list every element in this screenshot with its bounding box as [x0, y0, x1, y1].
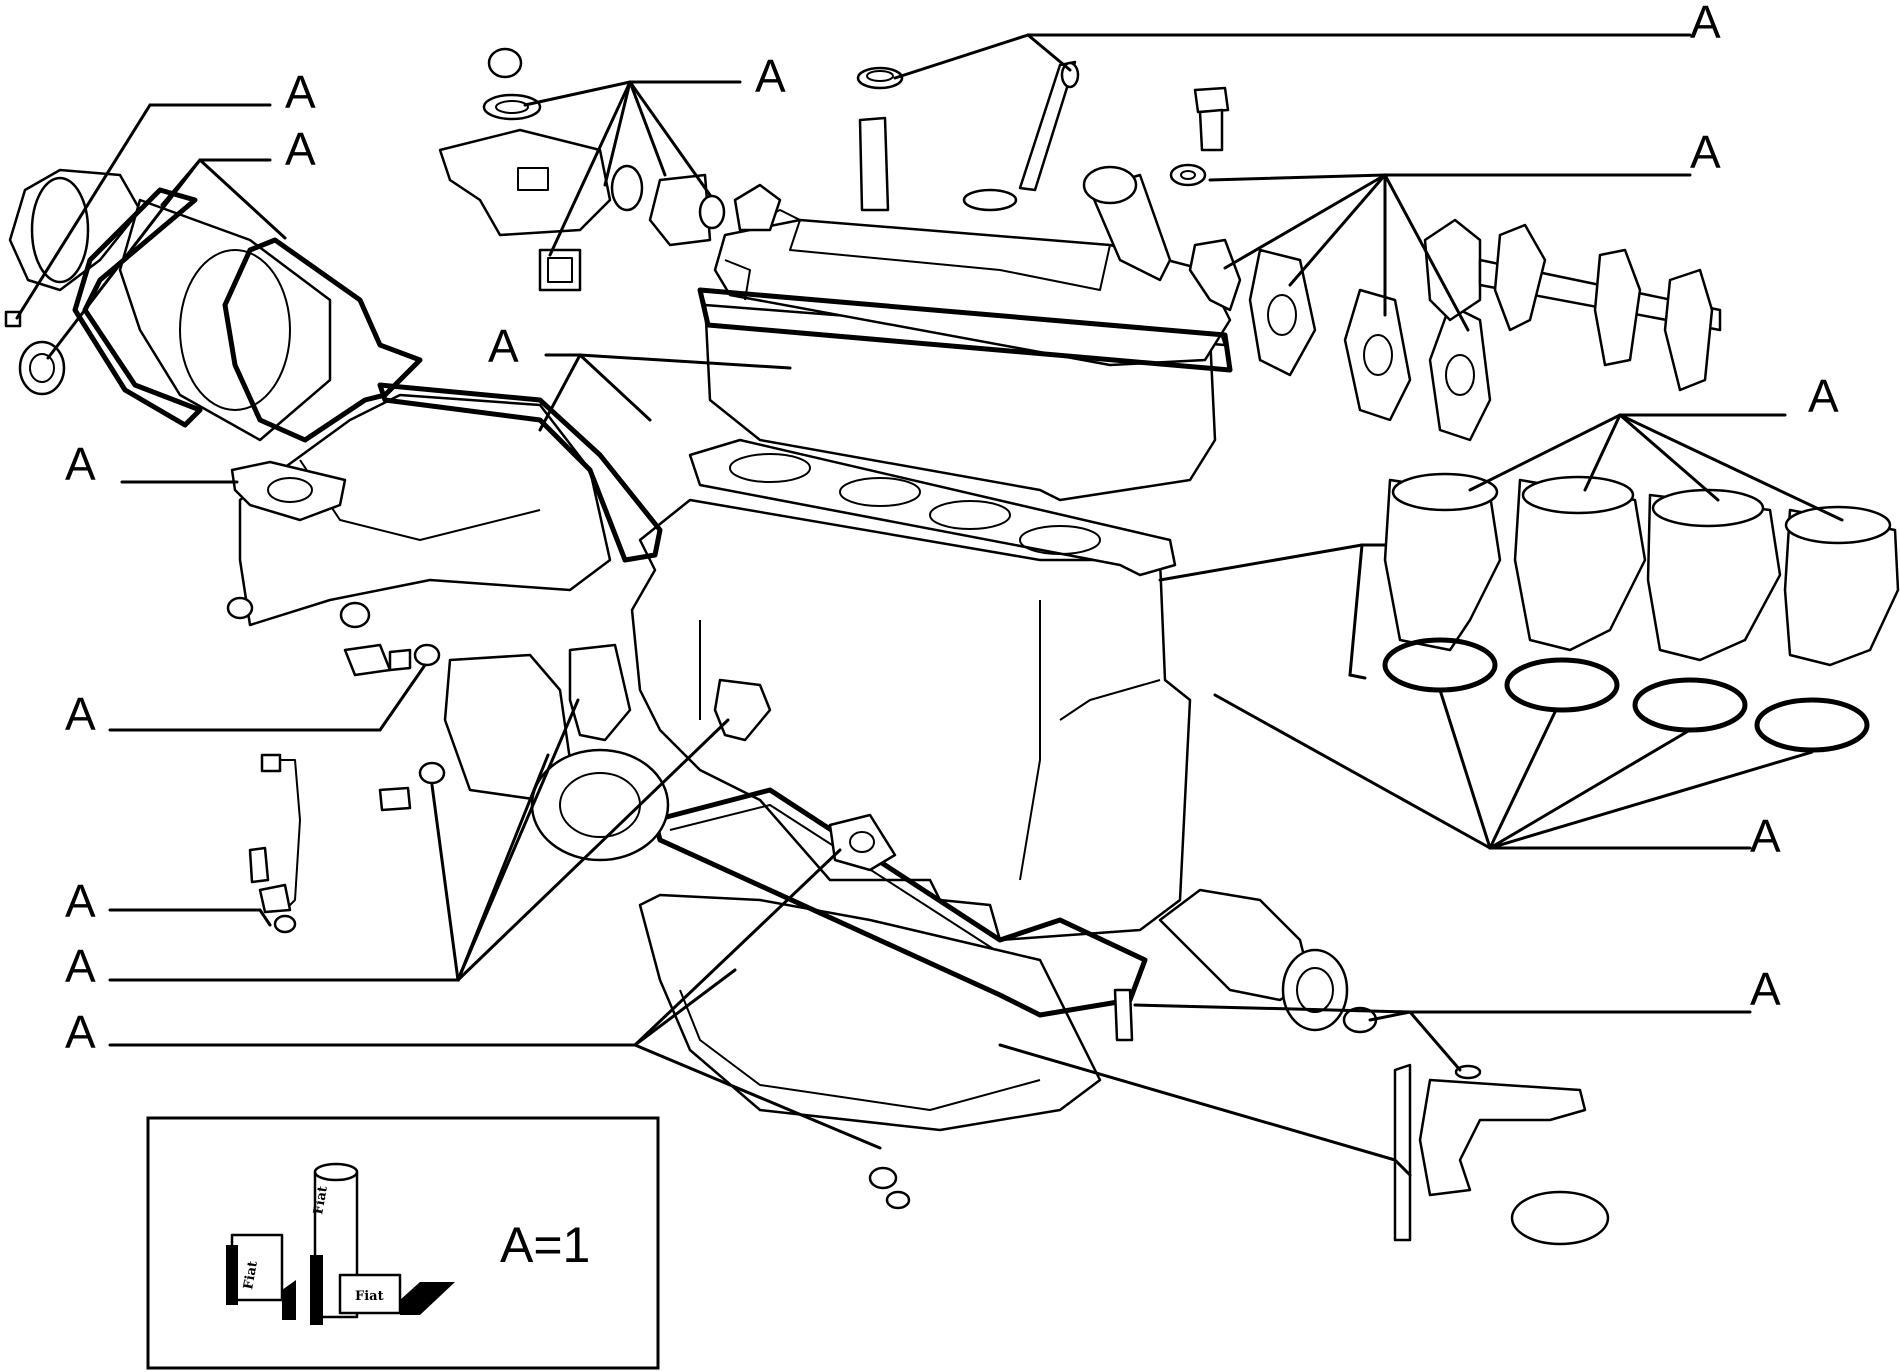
cam-cover-gasket [697, 287, 1233, 373]
callout-labels: A A A A A A A A A A A A A A [65, 0, 1839, 1058]
callout-a-air-filter-seal: A [285, 66, 316, 118]
water-outlet-elbow [1082, 165, 1172, 282]
callout-a-oil-pan: A [65, 1006, 96, 1058]
oil-seal-left [18, 340, 66, 396]
pistons [1383, 472, 1900, 667]
drain-plug [378, 786, 412, 812]
callout-a-thermostat: A [755, 50, 786, 102]
sump-washer [868, 1166, 898, 1190]
small-washer-left [4, 310, 22, 328]
dipstick-tube-bracket [1393, 1063, 1412, 1242]
manifold-flange-gasket [230, 460, 347, 522]
callout-a-crank-seal: A [1750, 963, 1781, 1015]
callout-a-feed-pipe: A [65, 875, 96, 927]
oil-pickup [1418, 1064, 1610, 1246]
oil-pressure-sensor [343, 643, 412, 677]
oil-pan-gasket [652, 787, 1148, 1018]
thermostat-housing [438, 47, 782, 292]
callout-a-exhaust-gaskets: A [1690, 126, 1721, 178]
callout-a-carb-gasket: A [285, 123, 316, 175]
head-gasket [688, 438, 1177, 577]
callout-a-pistons: A [1808, 370, 1839, 422]
cam-cover [713, 116, 1232, 367]
callout-a-intake-gasket: A [488, 320, 519, 372]
leader-lines [15, 33, 1844, 1177]
valve-and-seal [856, 60, 1080, 212]
oil-feed-pipe [248, 753, 301, 934]
legend-box: Fiat Fiat Fiat A=1 [146, 1116, 660, 1370]
carb-base-gasket [222, 237, 423, 443]
callout-a-sensor-washer: A [65, 688, 96, 740]
oil-filter-assembly [413, 643, 670, 862]
legend-equation: A=1 [500, 1217, 590, 1273]
fiat-product-icon: Fiat Fiat Fiat [226, 1162, 455, 1325]
air-filter-gasket [72, 187, 203, 428]
oil-pump-gasket [713, 678, 772, 742]
head-bolt [1169, 86, 1230, 187]
sump-plug [885, 1190, 911, 1210]
fiat-brand-text-small: Fiat [355, 1289, 384, 1304]
intake-manifold-gasket [377, 382, 663, 563]
fiat-brand-text-box: Fiat [241, 1260, 261, 1291]
callout-a-valve-seal: A [1690, 0, 1721, 48]
exhaust-port-gaskets [1188, 238, 1492, 442]
callout-a-manifold-flange: A [65, 438, 96, 490]
camshaft [1423, 218, 1722, 392]
engine-block [630, 498, 1192, 942]
fiat-brand-text: Fiat [311, 1185, 331, 1216]
callout-a-oil-filter: A [65, 940, 96, 992]
callout-a-piston-rings: A [1750, 810, 1781, 862]
oil-pan [638, 893, 1102, 1132]
